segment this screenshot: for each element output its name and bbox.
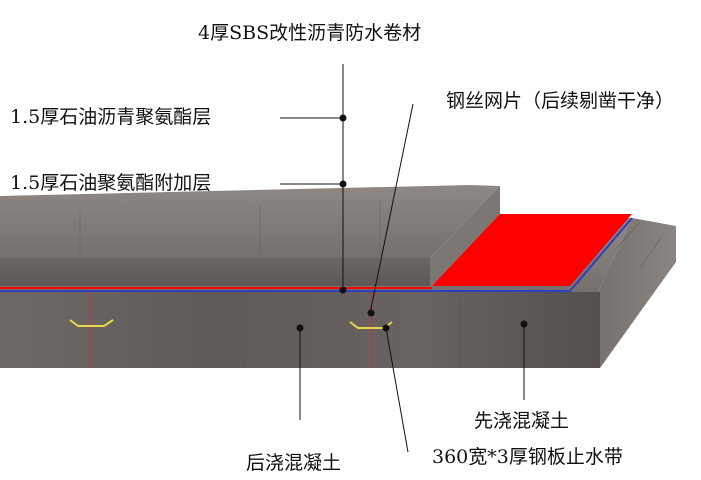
label-steel-mesh: 钢丝网片（后续剔凿干净） — [446, 90, 675, 112]
upper-slab-front-face — [0, 258, 430, 286]
leader-dots — [296, 114, 528, 332]
label-pu-additional: 1.5厚石油聚氨酯附加层 — [10, 172, 212, 194]
upper-slab-slope-face — [430, 186, 500, 286]
water-stop-right — [349, 321, 393, 329]
label-pu-layer: 1.5厚石油沥青聚氨酯层 — [10, 106, 212, 128]
sbs-membrane-red — [432, 214, 632, 286]
lower-slab-side-face — [598, 218, 676, 368]
concrete-texture — [244, 221, 663, 366]
water-stop-left — [69, 319, 114, 327]
label-first-pour: 先浇混凝土 — [474, 410, 570, 432]
water-stop-plates — [69, 292, 393, 368]
upper-concrete-slab — [0, 185, 500, 286]
label-water-stop: 360宽*3厚钢板止水带 — [432, 446, 623, 468]
label-sbs-membrane: 4厚SBS改性沥青防水卷材 — [198, 22, 422, 44]
label-later-pour: 后浇混凝土 — [246, 452, 342, 474]
leader-lines — [280, 64, 525, 453]
membrane-blue-edge — [0, 217, 633, 292]
upper-slab-top — [0, 185, 500, 258]
upper-texture — [79, 200, 381, 255]
